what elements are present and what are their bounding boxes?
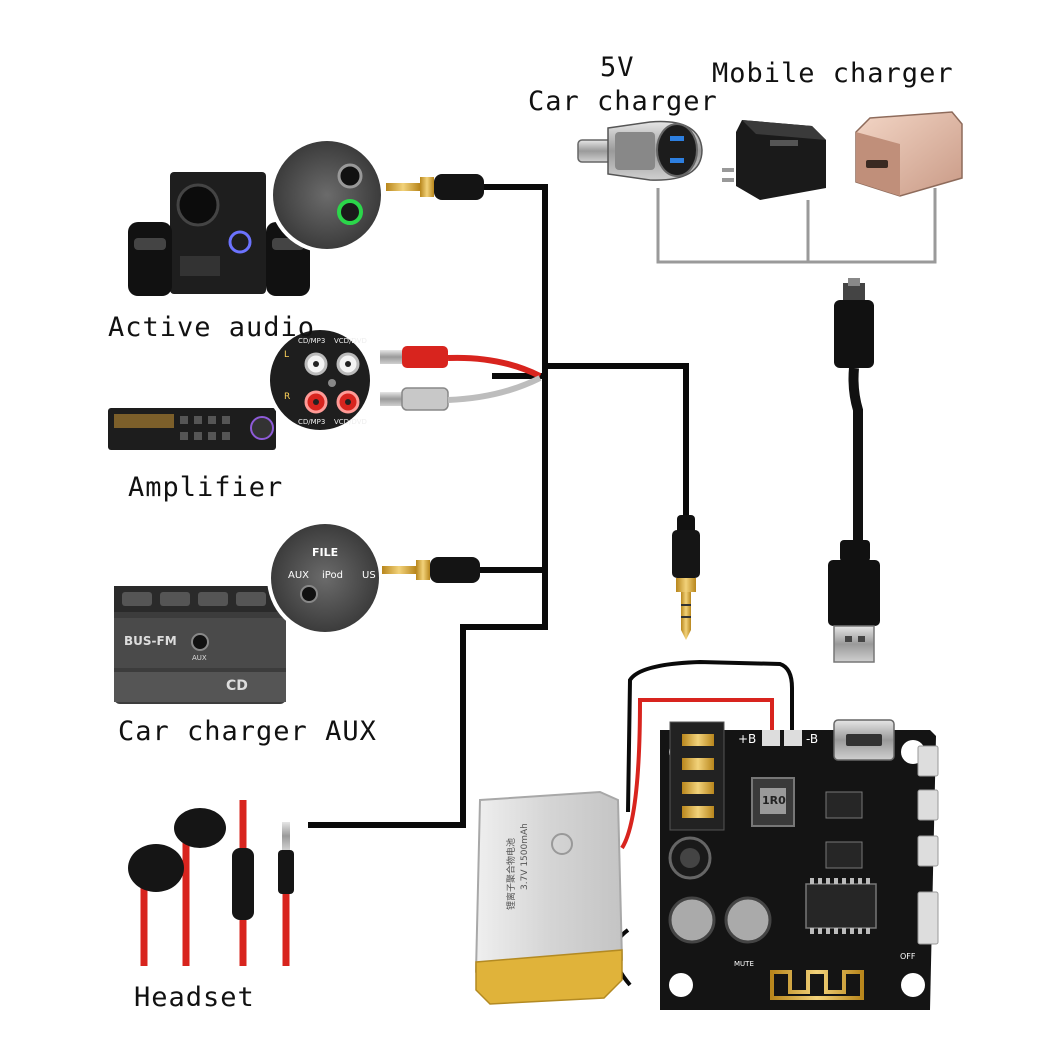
- car-aux-plug-icon: [382, 557, 480, 583]
- board-minus-b-label: -B: [806, 732, 819, 746]
- car-charger-label: Car charger: [528, 86, 718, 117]
- board-off-label: OFF: [900, 952, 916, 961]
- active-audio-label: Active audio: [108, 312, 316, 343]
- board-mute-label: MUTE: [734, 960, 754, 968]
- active-audio-plug-icon: [386, 174, 484, 200]
- amplifier-label: Amplifier: [128, 472, 284, 503]
- rca-bottom-left-label: CD/MP3: [298, 418, 326, 426]
- car-charger-icon: [577, 120, 703, 181]
- car-radio-cd-label: CD: [226, 678, 248, 694]
- battery-spec-label: 3.7V 1500mAh: [520, 823, 530, 890]
- rca-left-label: L: [284, 350, 290, 360]
- ipod-port-label: iPod: [322, 570, 343, 581]
- battery-chinese-label: 锂离子聚合物电池: [507, 837, 517, 910]
- signal-wires: [308, 184, 689, 828]
- headset-icon: [128, 800, 294, 966]
- usb-cable-icon: [828, 278, 880, 663]
- rca-plugs-icon: [380, 346, 542, 411]
- car-radio-aux-label: AUX: [192, 654, 207, 662]
- car-radio-badge: BUS-FM: [124, 634, 177, 648]
- wire-active-audio: [308, 184, 548, 828]
- rca-inset: [266, 326, 374, 434]
- active-audio-speakers-icon: [128, 172, 310, 296]
- amplifier-icon: [108, 408, 276, 450]
- car-radio-icon: [114, 586, 286, 704]
- mobile-charger-label: Mobile charger: [712, 58, 954, 89]
- rca-right-label: R: [284, 392, 291, 402]
- power-bank-icon: [855, 111, 963, 197]
- active-audio-inset: [269, 137, 385, 253]
- lipo-battery-icon: [474, 790, 624, 1005]
- wall-charger-icon: [722, 120, 826, 200]
- aux-jack-vertical-icon: [672, 515, 700, 640]
- inductor-label: 1R0: [762, 794, 786, 807]
- wire-to-jack: [545, 363, 689, 520]
- rca-top-left-label: CD/MP3: [298, 337, 326, 345]
- bluetooth-board-icon: [660, 719, 939, 1010]
- voltage-label: 5V: [600, 52, 635, 83]
- aux-port-label: AUX: [288, 570, 310, 581]
- rca-top-right-label: VCD/DVD: [334, 337, 367, 345]
- black-lead: [626, 659, 794, 813]
- rca-bottom-right-label: VCD/DVD: [334, 418, 367, 426]
- charger-bracket: [656, 188, 937, 264]
- car-aux-inset: [267, 520, 383, 636]
- car-charger-aux-label: Car charger AUX: [118, 716, 377, 747]
- red-lead: [620, 698, 774, 850]
- headset-label: Headset: [134, 982, 255, 1013]
- board-plus-b-label: +B: [738, 732, 757, 746]
- aux-panel-title: FILE: [312, 546, 339, 559]
- usb-port-label: US: [362, 570, 376, 581]
